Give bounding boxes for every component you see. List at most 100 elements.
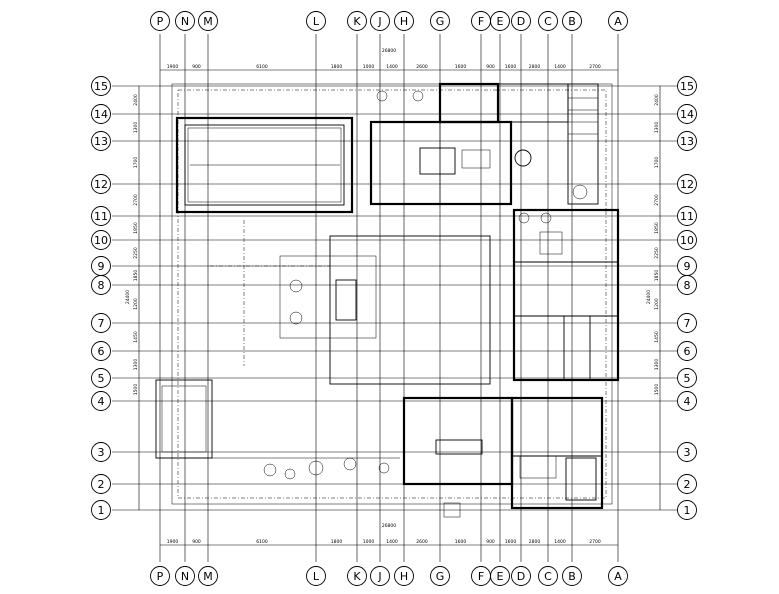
axis-label: 9 [684,260,691,273]
overall-dimension: 26800 [382,523,396,529]
axis-label: 3 [684,446,691,459]
axis-bubble-8: 8 [91,275,111,295]
axis-bubble-7: 7 [677,313,697,333]
axis-bubble-11: 11 [91,206,111,226]
axis-bubble-B: B [562,11,582,31]
right-dimension-chain: 2400130017002700185022501850120014501300… [646,86,661,510]
axis-label: M [203,15,213,28]
dimension-value: 900 [486,539,495,545]
south-kitchen-block [402,396,604,510]
dimension-value: 1500 [654,384,660,396]
dimension-value: 2600 [416,539,428,545]
axis-bubble-1: 1 [677,500,697,520]
axis-bubble-N: N [175,566,195,586]
overall-dimension: 26800 [382,48,396,54]
dimension-value: 900 [192,64,201,70]
axis-bubble-L: L [306,566,326,586]
axis-bubble-C: C [538,11,558,31]
axis-bubble-10: 10 [677,230,697,250]
dimension-value: 1300 [133,359,139,371]
grid-lines [112,34,678,562]
axis-bubble-G: G [430,566,450,586]
axis-label: 5 [98,372,105,385]
axis-bubble-15: 15 [677,76,697,96]
axis-bubble-J: J [370,566,390,586]
dimension-value: 1400 [386,64,398,70]
dimension-value: 1300 [654,359,660,371]
axis-label: G [436,570,445,583]
dimension-value: 1450 [654,331,660,343]
axis-label: A [614,570,622,583]
axis-label: E [497,570,504,583]
axis-bubble-13: 13 [91,131,111,151]
east-wing [512,208,620,382]
axis-bubble-P: P [150,11,170,31]
dimension-value: 1850 [654,222,660,234]
axis-label: H [400,570,408,583]
dimension-value: 1300 [654,122,660,134]
dimension-value: 2800 [529,539,541,545]
axis-label: 11 [94,210,108,223]
axis-label: M [203,570,213,583]
axis-label: 15 [680,80,694,93]
dimension-value: 2400 [654,94,660,106]
axis-label: B [568,570,576,583]
axis-label: 2 [98,478,105,491]
dimension-value: 1900 [167,64,179,70]
axis-bubble-8: 8 [677,275,697,295]
axis-label: 12 [94,178,108,191]
axis-label: L [313,15,320,28]
axis-label: 15 [94,80,108,93]
axis-bubble-15: 15 [91,76,111,96]
axis-label: 14 [94,108,108,121]
axis-bubble-5: 5 [677,368,697,388]
axis-bubble-K: K [347,566,367,586]
axis-bubble-D: D [511,566,531,586]
axis-bubble-2: 2 [91,474,111,494]
axis-label: D [517,15,525,28]
axis-label: F [478,15,484,28]
upper-service-block [438,82,599,205]
axis-bubble-L: L [306,11,326,31]
axis-label: C [544,570,552,583]
axis-label: 10 [94,234,108,247]
dimension-value: 1000 [363,64,375,70]
garden-plants [263,90,588,518]
axis-bubble-P: P [150,566,170,586]
dimension-value: 900 [486,64,495,70]
dimension-value: 2700 [589,64,601,70]
axis-bubble-C: C [538,566,558,586]
dimension-value: 1600 [455,539,467,545]
axis-bubble-N: N [175,11,195,31]
axis-bubble-F: F [471,566,491,586]
living-deck [210,220,491,385]
dimension-value: 1500 [133,384,139,396]
dimension-value: 1800 [331,64,343,70]
dimension-value: 1200 [133,298,139,310]
axis-label: P [157,570,164,583]
axis-bubble-K: K [347,11,367,31]
dimension-value: 1600 [455,64,467,70]
axis-bubble-2: 2 [677,474,697,494]
axis-label: J [377,570,381,583]
axis-label: 13 [680,135,694,148]
dimension-value: 2250 [133,247,139,259]
axis-label: 7 [684,317,691,330]
axis-label: P [157,15,164,28]
dimension-value: 1450 [133,331,139,343]
axis-bubble-E: E [490,11,510,31]
axis-label: 8 [98,279,105,292]
axis-bubble-H: H [394,566,414,586]
axis-bubble-G: G [430,11,450,31]
axis-bubble-1: 1 [91,500,111,520]
dimension-value: 1900 [167,539,179,545]
axis-label: K [353,570,361,583]
upper-pavilion [369,120,532,206]
dimension-value: 2400 [133,94,139,106]
